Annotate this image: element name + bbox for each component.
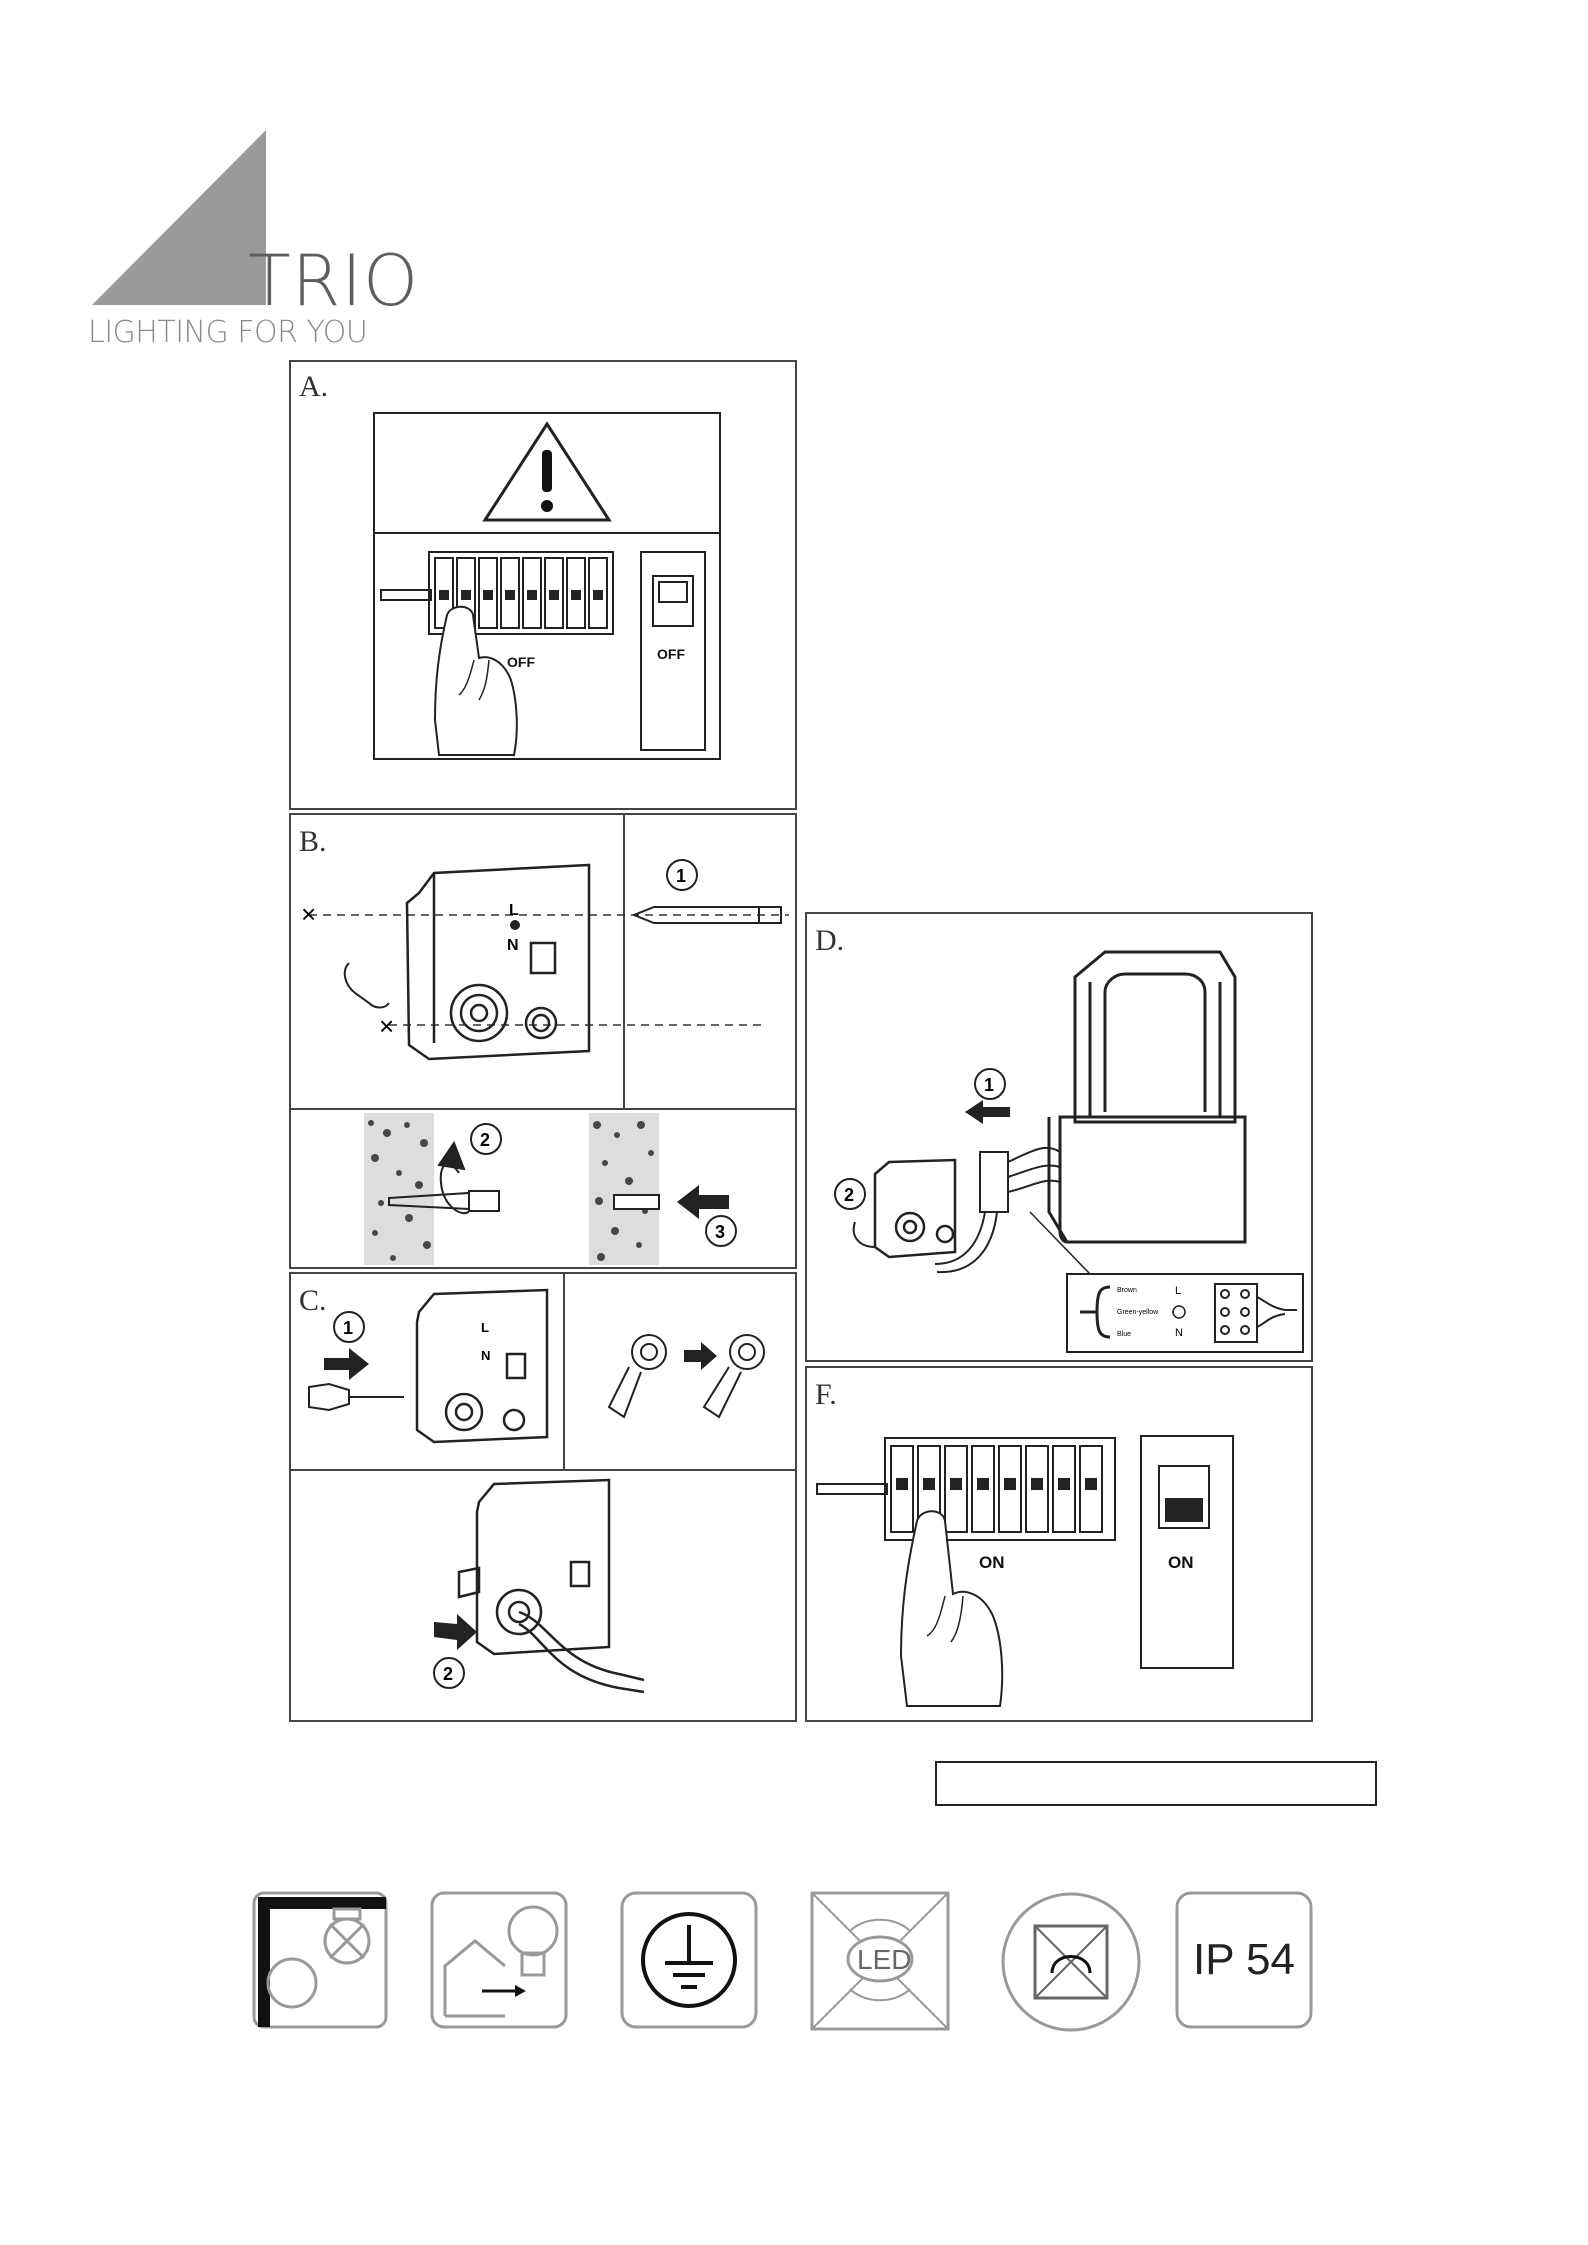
wire-n: N xyxy=(1175,1327,1183,1339)
panel-f: F. ON ON xyxy=(805,1366,1313,1722)
panel-c-illustration: 1 2 L N xyxy=(289,1272,797,1722)
led-glyph: LED xyxy=(857,1944,911,1975)
d-step-1: 1 xyxy=(984,1075,994,1095)
panel-a: A. OFF OFF xyxy=(289,360,797,810)
b-step-3: 3 xyxy=(715,1222,725,1242)
panel-c: C. 1 2 L N xyxy=(289,1272,797,1722)
logo-tagline: LIGHTING FOR YOU xyxy=(88,315,367,350)
warning-icon xyxy=(485,424,609,520)
junction-box-icon xyxy=(417,1290,547,1442)
panel-b-illustration: × × L N 1 2 3 xyxy=(289,813,797,1269)
wire-green-yellow: Green-yellow xyxy=(1117,1309,1159,1316)
ip-rating-icon: IP 54 xyxy=(1175,1891,1313,2029)
b-step-1: 1 xyxy=(676,866,686,886)
grommet-icon xyxy=(609,1335,764,1417)
switch-off-label: OFF xyxy=(657,646,685,662)
junction-box-icon xyxy=(875,1160,955,1257)
mark-l: L xyxy=(509,902,519,919)
panel-b: B. × × L N 1 2 3 xyxy=(289,813,797,1269)
c-mark-n: N xyxy=(481,1348,490,1363)
svg-text:×: × xyxy=(379,1011,394,1041)
breaker-off-label: OFF xyxy=(507,654,535,670)
led-not-replaceable-icon: LED xyxy=(810,1891,950,2031)
screwdriver-icon xyxy=(309,1384,404,1410)
wall-plug-icon xyxy=(345,963,389,1008)
panel-d: D. 1 2 Brown Green-y xyxy=(805,912,1313,1362)
b-step-2: 2 xyxy=(480,1130,490,1150)
wall-ceiling-mount-icon xyxy=(252,1891,388,2029)
svg-text:×: × xyxy=(301,899,316,929)
junction-box-icon xyxy=(407,865,589,1059)
breaker-on-label: ON xyxy=(979,1553,1005,1573)
c-mark-l: L xyxy=(481,1320,489,1335)
protective-earth-icon xyxy=(620,1891,758,2029)
info-box xyxy=(935,1761,1377,1806)
trio-logo: TRIO LIGHTING FOR YOU xyxy=(88,130,408,350)
panel-d-illustration: 1 2 Brown Green-yellow Blue L N xyxy=(805,912,1313,1362)
switch-on-label: ON xyxy=(1168,1553,1194,1573)
panel-a-illustration xyxy=(289,360,797,810)
indoor-use-icon xyxy=(430,1891,568,2029)
not-dimmable-icon xyxy=(1000,1891,1142,2033)
lamp-icon xyxy=(1049,952,1245,1242)
panel-f-illustration xyxy=(805,1366,1313,1722)
c-step-2: 2 xyxy=(443,1664,453,1684)
ip-rating-text: IP 54 xyxy=(1175,1935,1313,1985)
c-step-1: 1 xyxy=(343,1318,353,1338)
logo-brand: TRIO xyxy=(248,240,419,322)
wire-l: L xyxy=(1175,1285,1181,1297)
junction-box-cable-icon xyxy=(459,1480,644,1692)
mark-n: N xyxy=(507,937,519,954)
wire-brown: Brown xyxy=(1117,1287,1137,1294)
wire-blue: Blue xyxy=(1117,1331,1131,1338)
symbol-row: LED IP 54 xyxy=(240,1885,1350,2035)
d-step-2: 2 xyxy=(844,1185,854,1205)
